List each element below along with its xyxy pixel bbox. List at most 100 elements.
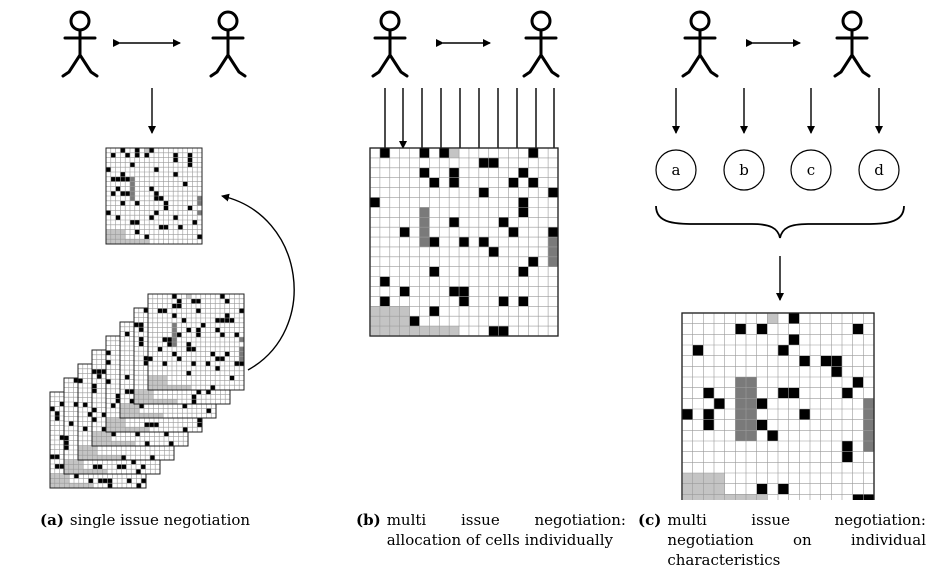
grid-cell <box>115 422 121 428</box>
grid-cell <box>172 303 177 309</box>
grid-cell <box>682 473 693 484</box>
grid-cell <box>138 389 144 395</box>
grid-cell <box>106 350 111 356</box>
grid-cell <box>370 316 380 327</box>
grid-cell <box>82 402 88 408</box>
grid-cell <box>746 419 757 431</box>
grid-cell <box>735 494 746 500</box>
grid-cell <box>116 441 121 446</box>
grid-cell <box>172 294 177 299</box>
grid-cell <box>83 483 89 488</box>
grid-cell <box>157 380 163 386</box>
grid-cell <box>106 239 111 244</box>
grid-cell <box>98 478 103 484</box>
grid-cell <box>167 342 172 347</box>
grid-cell <box>173 172 178 177</box>
grid-cell <box>703 494 714 500</box>
grid-cell <box>134 413 140 418</box>
grid-cell <box>97 469 103 474</box>
grid-cell <box>172 332 177 338</box>
grid-cell <box>59 483 65 488</box>
person-head-icon <box>379 10 401 32</box>
grid-cell <box>144 234 150 240</box>
grid-cell <box>50 483 55 488</box>
grid-cell <box>130 441 136 446</box>
grid-cell <box>429 306 440 317</box>
grid-cell <box>191 361 196 366</box>
grid-cell <box>508 177 519 188</box>
grid-cell <box>125 239 130 244</box>
grid-cell <box>148 399 154 404</box>
grid-cell <box>459 296 469 307</box>
grid-cell <box>756 398 768 409</box>
grid-cell <box>134 152 140 158</box>
grid-cell <box>141 478 146 484</box>
grid-cell <box>116 464 122 470</box>
grid-cell <box>197 422 202 428</box>
grid-cell <box>176 332 182 338</box>
grid-cell <box>197 234 202 240</box>
grid-cell <box>101 412 107 418</box>
grid-cell <box>96 436 102 442</box>
grid-cell <box>863 398 874 409</box>
grid-cell <box>50 454 55 460</box>
grid-cell <box>172 327 177 333</box>
grid-cell <box>120 408 125 414</box>
grid-cell <box>101 369 107 374</box>
grid-cell <box>200 322 206 328</box>
grid-cell <box>111 441 116 446</box>
characteristic-label-d: d <box>874 161 884 179</box>
person-head-icon <box>217 10 239 32</box>
grid-cell <box>144 239 150 244</box>
characteristic-circle <box>790 149 832 191</box>
grid-cell <box>173 152 178 158</box>
grid-cell <box>143 394 149 400</box>
characteristic-label-a: a <box>672 161 681 179</box>
grid-cell <box>139 413 144 418</box>
grid-cell <box>215 366 220 371</box>
grid-cell <box>863 409 874 420</box>
grid-cell <box>106 427 111 432</box>
grid-cell <box>229 375 235 381</box>
grid-cell <box>379 148 390 158</box>
agent-right-a <box>209 10 247 78</box>
grid-cell <box>186 346 192 352</box>
agent-left-a <box>61 10 99 78</box>
characteristic-label-b: b <box>739 161 749 179</box>
grid-cell <box>518 197 529 208</box>
grid-cell <box>239 351 244 357</box>
grid-cell <box>134 394 139 400</box>
grid-cell <box>130 162 135 168</box>
grid-cell <box>735 323 746 335</box>
grid-cell <box>714 494 725 500</box>
grid-cell <box>746 387 757 399</box>
grid-cell <box>714 398 725 409</box>
grid-cell <box>488 157 499 168</box>
grid-cell <box>125 152 130 158</box>
grid-cell <box>120 148 126 153</box>
grid-cell <box>419 167 430 178</box>
grid-cell <box>92 407 97 413</box>
grid-cell <box>143 356 149 361</box>
grid-cell <box>788 387 800 399</box>
grid-cell <box>518 266 529 277</box>
grid-cell <box>196 327 201 333</box>
grid-cell <box>172 351 177 357</box>
characteristic-circle <box>655 149 697 191</box>
grid-cell <box>50 406 55 412</box>
grid-cell <box>111 455 117 460</box>
grid-cell <box>110 191 116 196</box>
grid-cell <box>138 327 144 332</box>
person-head-icon <box>530 10 552 32</box>
grid-cell <box>191 346 196 352</box>
grid-cell <box>439 326 450 336</box>
person-head-icon <box>69 10 91 32</box>
caption-text-c: multi issue negotiation: negotiation on … <box>667 511 926 569</box>
grid-cell <box>59 473 65 479</box>
grid-cell <box>102 455 107 460</box>
grid-cell <box>478 187 489 198</box>
grid-cell <box>162 375 168 381</box>
grid-cell <box>97 455 102 460</box>
grid-cell <box>144 441 150 446</box>
grid-cell <box>120 200 126 206</box>
